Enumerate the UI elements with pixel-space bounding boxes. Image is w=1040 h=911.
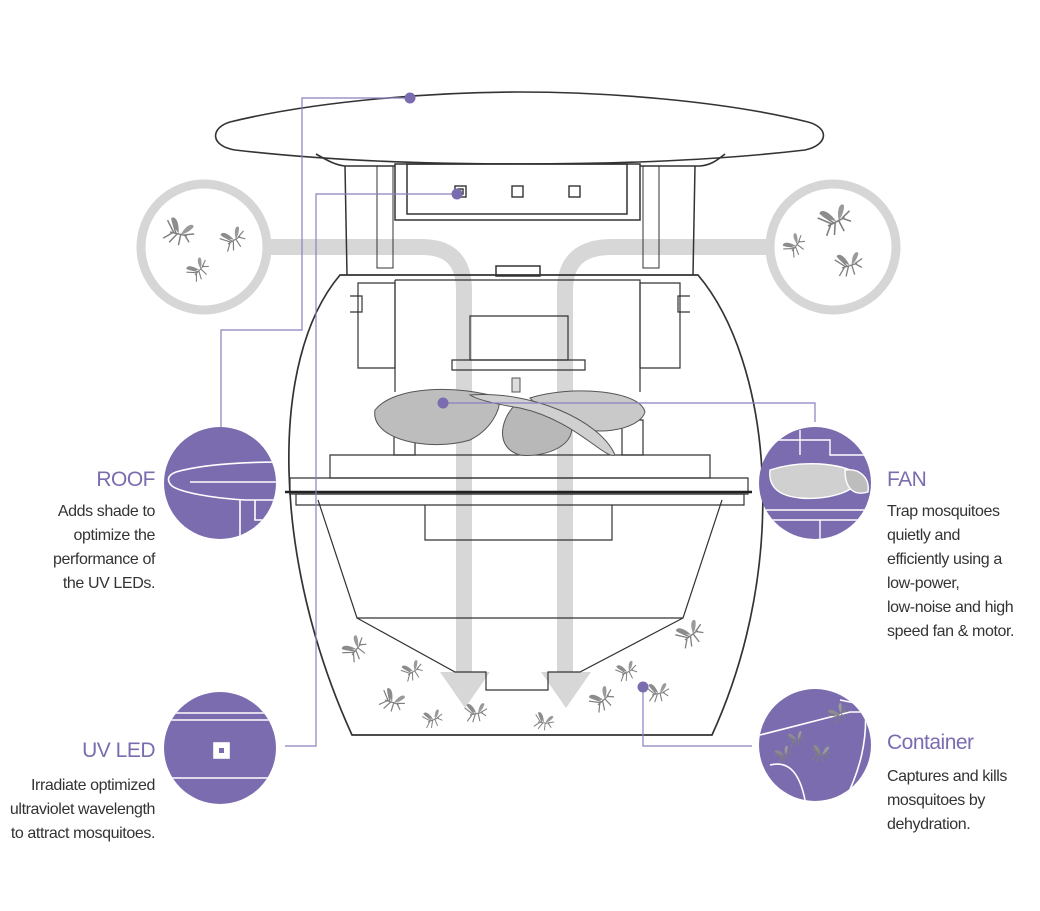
- container-title: Container: [887, 731, 974, 754]
- fan-desc-line: efficiently using a: [887, 551, 1002, 568]
- uv-led-label: UV LED Irradiate optimized ultraviolet w…: [0, 739, 156, 846]
- fan-desc-line: speed fan & motor.: [887, 623, 1015, 640]
- roof-label: ROOF Adds shade to optimize the performa…: [20, 468, 156, 596]
- right-arrow-head: [541, 672, 591, 708]
- fan-desc-line: Trap mosquitoes: [887, 503, 1000, 520]
- uv-led-title: UV LED: [82, 739, 155, 762]
- device-roof: [214, 91, 825, 167]
- leader-dots: [404, 92, 649, 693]
- container-mosquitoes: [338, 617, 709, 734]
- roof-detail-circle: [164, 427, 276, 539]
- leader-lines: [220, 97, 816, 747]
- roof-title: ROOF: [96, 468, 155, 491]
- uv-led-desc-line: to attract mosquitoes.: [10, 825, 156, 842]
- container-desc-line: mosquitoes by: [887, 792, 985, 809]
- roof-desc-line: the UV LEDs.: [62, 575, 156, 592]
- roof-desc-line: optimize the: [73, 527, 156, 544]
- fan-desc-line: quietly and: [887, 527, 960, 544]
- fan-title: FAN: [887, 468, 927, 491]
- uv-led-desc-line: Irradiate optimized: [30, 777, 155, 794]
- right-mosquitoes: [779, 202, 865, 279]
- device-body: [287, 274, 764, 736]
- roof-desc-line: performance of: [52, 551, 155, 568]
- airflow-arrows: [267, 239, 770, 672]
- container-description: Captures and kills mosquitoes by dehydra…: [887, 765, 1037, 837]
- fan-desc-line: low-noise and high: [887, 599, 1014, 616]
- container-desc-line: dehydration.: [887, 816, 971, 833]
- fan-desc-line: low-power,: [887, 575, 960, 592]
- roof-desc-line: Adds shade to: [57, 503, 156, 520]
- container-detail-circle: [759, 689, 871, 801]
- fan-label: FAN Trap mosquitoes quietly and efficien…: [887, 468, 1037, 644]
- uv-led-description: Irradiate optimized ultraviolet waveleng…: [0, 774, 155, 846]
- roof-description: Adds shade to optimize the performance o…: [20, 500, 155, 596]
- fan-description: Trap mosquitoes quietly and efficiently …: [887, 500, 1037, 644]
- uv-led-desc-line: ultraviolet wavelength: [9, 801, 155, 818]
- container-label: Container Captures and kills mosquitoes …: [887, 731, 1037, 837]
- container-desc-line: Captures and kills: [887, 768, 1007, 785]
- left-arrow-head: [440, 672, 490, 708]
- left-mosquitoes: [158, 213, 250, 285]
- device-neck: [344, 163, 696, 277]
- left-mosquito-circle: [136, 179, 272, 315]
